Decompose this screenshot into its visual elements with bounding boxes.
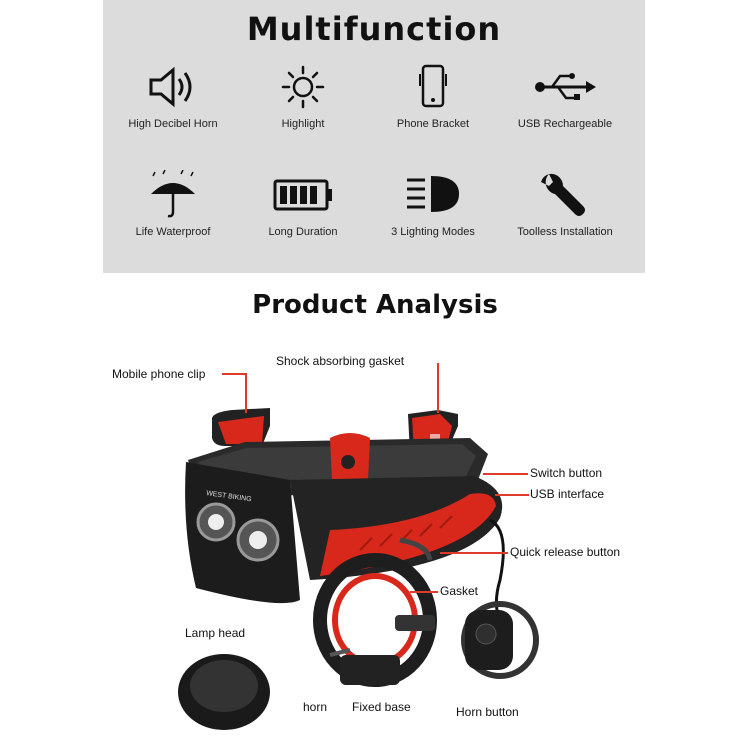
callout-line <box>245 373 247 413</box>
feature-highlight: Highlight <box>238 62 368 130</box>
feature-label: 3 Lighting Modes <box>391 226 475 238</box>
product-analysis-title: Product Analysis <box>252 290 498 320</box>
callout-horn: horn <box>303 700 328 714</box>
callout-usb-interface: USB interface <box>530 487 605 501</box>
callout-horn-button: Horn button <box>456 705 519 719</box>
feature-label: Long Duration <box>268 226 338 238</box>
callout-fixed-base: Fixed base <box>352 700 411 714</box>
speaker-icon <box>149 66 192 108</box>
umbrella-icon <box>151 170 195 218</box>
feature-duration: Long Duration <box>238 170 368 238</box>
sun-icon <box>281 65 325 109</box>
usb-icon <box>535 73 596 100</box>
feature-panel: Multifunction High Decibel Horn Highligh… <box>103 0 645 273</box>
callout-line <box>437 363 439 413</box>
feature-label: Life Waterproof <box>135 226 211 238</box>
feature-horn: High Decibel Horn <box>108 62 238 130</box>
battery-icon <box>273 179 332 211</box>
feature-label: USB Rechargeable <box>517 118 613 130</box>
callout-mobile-phone-clip: Mobile phone clip <box>112 367 206 381</box>
feature-label: Phone Bracket <box>396 118 470 130</box>
feature-waterproof: Life Waterproof <box>108 170 238 238</box>
feature-lighting-modes: 3 Lighting Modes <box>368 170 498 238</box>
callout-line <box>483 473 528 475</box>
callout-switch-button: Switch button <box>530 466 603 480</box>
feature-label: Highlight <box>281 118 325 130</box>
callout-shock-absorbing-gasket: Shock absorbing gasket <box>276 354 405 368</box>
callout-line <box>410 591 438 593</box>
wrench-icon <box>541 173 585 216</box>
feature-usb: USB Rechargeable <box>500 62 630 130</box>
callout-quick-release-button: Quick release button <box>510 545 621 559</box>
phone-icon <box>419 64 447 108</box>
callout-line <box>222 373 247 375</box>
feature-phone-bracket: Phone Bracket <box>368 62 498 130</box>
callout-lamp-head: Lamp head <box>185 626 246 640</box>
headlight-icon <box>407 176 459 212</box>
multifunction-title: Multifunction <box>246 10 502 48</box>
callout-line <box>495 494 529 496</box>
callout-gasket: Gasket <box>440 584 479 598</box>
feature-toolless: Toolless Installation <box>500 170 630 238</box>
feature-label: High Decibel Horn <box>128 118 218 130</box>
bike-light-illustration: WEST BIKING <box>178 408 539 730</box>
feature-label: Toolless Installation <box>517 226 613 238</box>
callout-line <box>440 552 508 554</box>
